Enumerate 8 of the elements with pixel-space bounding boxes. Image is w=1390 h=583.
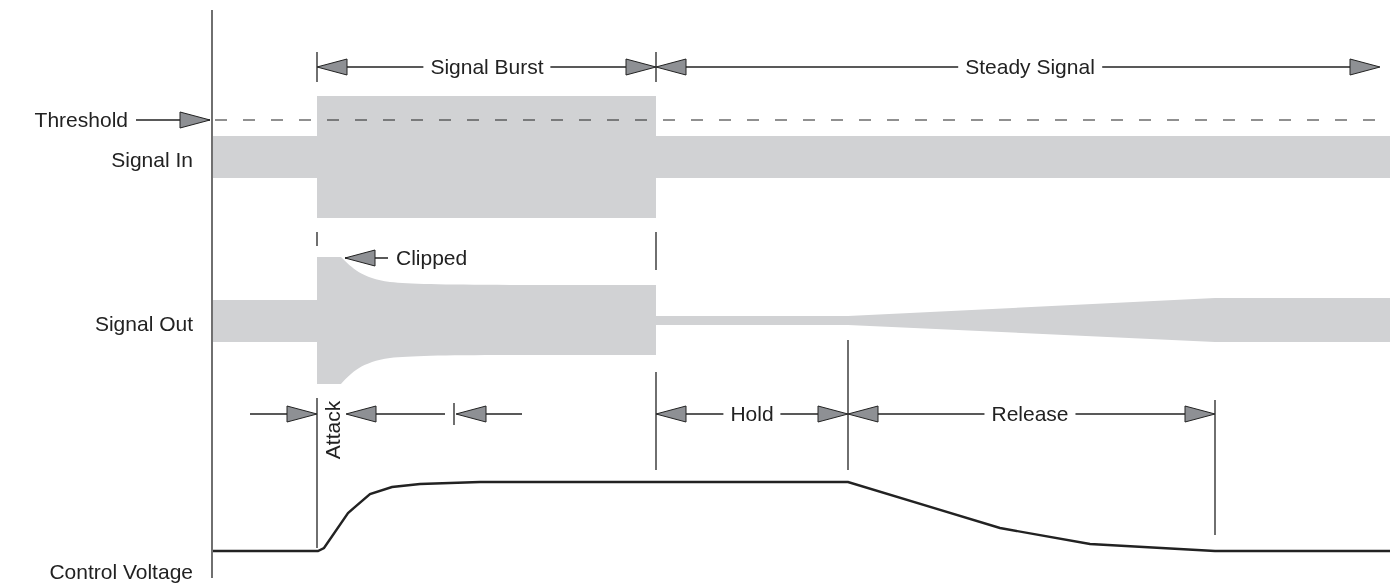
- leader-arrow: [135, 111, 211, 129]
- leader-arrow: [344, 249, 389, 267]
- callout-text: Threshold: [34, 108, 128, 132]
- callout-text: Clipped: [396, 246, 468, 270]
- row-label: Control Voltage: [49, 560, 193, 583]
- row-label: Signal Out: [94, 312, 193, 336]
- dimension-label: Attack: [321, 400, 345, 460]
- row-label: Signal In: [111, 148, 193, 172]
